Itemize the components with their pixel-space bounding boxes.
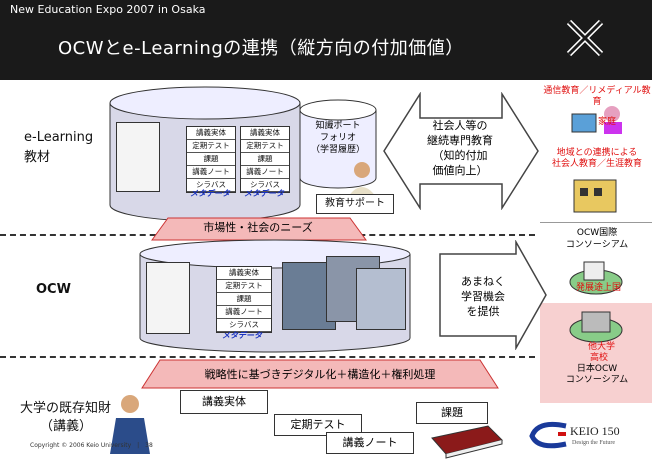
intl-consortium-line2: コンソーシアム bbox=[565, 240, 629, 250]
card-exam: 定期テスト bbox=[187, 140, 235, 153]
metadata-label-2: メタデータ bbox=[244, 189, 284, 198]
education-support-box: 教育サポート bbox=[316, 194, 394, 214]
continuing-education-arrow bbox=[383, 92, 539, 210]
distance-education-label: 通信教育／リメディアル教育 bbox=[543, 86, 651, 107]
lecturer-person-icon bbox=[110, 395, 150, 454]
card-syllabus: シラバス bbox=[241, 179, 289, 192]
card-exam: 定期テスト bbox=[241, 140, 289, 153]
card-notes: 講義ノート bbox=[187, 166, 235, 179]
regional-line2: 社会人教育／生涯教育 bbox=[551, 159, 642, 169]
portfolio-text: 知識ポート フォリオ （学習履歴） bbox=[300, 120, 376, 156]
assignment-material-box: 課題 bbox=[416, 402, 488, 424]
regional-line1: 地域との連携による bbox=[556, 148, 638, 158]
continuing-education-text: 社会人等の 継続専門教育 （知的付加 価値向上） bbox=[412, 118, 508, 178]
copyright-text: Copyright © 2006 Keio University | 38 bbox=[30, 442, 153, 449]
opportunity-line1: あまねく bbox=[461, 275, 505, 288]
elearning-card-stack-back bbox=[116, 122, 160, 192]
card-lecture: 講義実体 bbox=[241, 127, 289, 140]
existing-label-line2: （講義） bbox=[40, 419, 93, 434]
separator-ocw-existing bbox=[0, 356, 535, 358]
card-assignment: 課題 bbox=[187, 153, 235, 166]
card-assignment: 課題 bbox=[241, 153, 289, 166]
developing-country-label: 発展途上国 bbox=[576, 283, 622, 293]
slide-title: OCWとe-Learningの連携（縦方向の付加価値） bbox=[58, 38, 464, 59]
home-learner-icon bbox=[571, 106, 622, 134]
learning-opportunity-text: あまねく 学習機会 を提供 bbox=[448, 274, 518, 319]
card-syllabus: シラバス bbox=[217, 319, 271, 332]
learning-opportunity-arrow bbox=[439, 240, 547, 350]
card-exam: 定期テスト bbox=[217, 280, 271, 293]
other-univ-line2: 高校 bbox=[590, 353, 609, 363]
japan-consortium-line2: コンソーシアム bbox=[565, 375, 629, 385]
home-label: 家庭 bbox=[598, 117, 617, 127]
strategy-text: 戦略性に基づきデジタル化＋構造化＋権利処理 bbox=[204, 368, 436, 381]
metadata-label-1: メタデータ bbox=[190, 189, 230, 198]
elearning-label-line1: e-Learning bbox=[24, 130, 94, 145]
community-building-icon bbox=[573, 179, 617, 213]
intl-consortium-line1: OCW国際 bbox=[576, 228, 618, 238]
keio-150-logo-text: KEIO 150 bbox=[570, 424, 620, 438]
market-needs-text: 市場性・社会のニーズ bbox=[203, 221, 313, 234]
ocw-webpage-thumbnail-3 bbox=[356, 268, 406, 330]
japan-consortium-line1: 日本OCW bbox=[576, 364, 618, 374]
elearning-card-1: 講義実体 定期テスト 課題 講義ノート シラバス bbox=[186, 126, 236, 193]
keio-logo-subtext: Design the Future bbox=[572, 440, 615, 446]
portfolio-line3: （学習履歴） bbox=[310, 145, 365, 155]
existing-label-line1: 大学の既存知財 bbox=[20, 401, 112, 416]
strategy-arrow bbox=[141, 359, 499, 389]
exam-material-box: 定期テスト bbox=[274, 414, 362, 436]
metadata-label-ocw: メタデータ bbox=[222, 331, 262, 340]
cont-ed-line3: （知的付加 bbox=[432, 149, 488, 162]
developing-country-icon bbox=[569, 261, 623, 295]
elearning-label-line2: 教材 bbox=[24, 150, 51, 165]
card-notes: 講義ノート bbox=[217, 306, 271, 319]
ocw-card: 講義実体 定期テスト 課題 講義ノート シラバス bbox=[216, 266, 272, 333]
keio-logo-icon bbox=[529, 421, 567, 449]
portfolio-line1: 知識ポート bbox=[315, 121, 361, 131]
slide-header bbox=[0, 0, 652, 80]
scissors-logo-icon bbox=[566, 19, 604, 57]
opportunity-line2: 学習機会 bbox=[461, 290, 505, 303]
card-assignment: 課題 bbox=[217, 293, 271, 306]
notes-material-box: 講義ノート bbox=[326, 432, 414, 454]
elearning-card-2: 講義実体 定期テスト 課題 講義ノート シラバス bbox=[240, 126, 290, 193]
book-icon bbox=[431, 425, 503, 459]
card-syllabus: シラバス bbox=[187, 179, 235, 192]
portfolio-line2: フォリオ bbox=[319, 133, 356, 143]
opportunity-line3: を提供 bbox=[466, 305, 500, 318]
lecture-material-box: 講義実体 bbox=[180, 390, 268, 414]
ocw-card-stack-back bbox=[146, 262, 190, 334]
cont-ed-line4: 価値向上） bbox=[432, 164, 488, 177]
card-notes: 講義ノート bbox=[241, 166, 289, 179]
ocw-label: OCW bbox=[36, 282, 71, 297]
other-university-icon bbox=[569, 311, 623, 343]
header-subtitle: New Education Expo 2007 in Osaka bbox=[10, 3, 206, 16]
other-univ-line1: 他大学 bbox=[588, 342, 616, 352]
cont-ed-line1: 社会人等の bbox=[432, 119, 488, 132]
cont-ed-line2: 継続専門教育 bbox=[427, 134, 493, 147]
card-lecture: 講義実体 bbox=[217, 267, 271, 280]
card-lecture: 講義実体 bbox=[187, 127, 235, 140]
